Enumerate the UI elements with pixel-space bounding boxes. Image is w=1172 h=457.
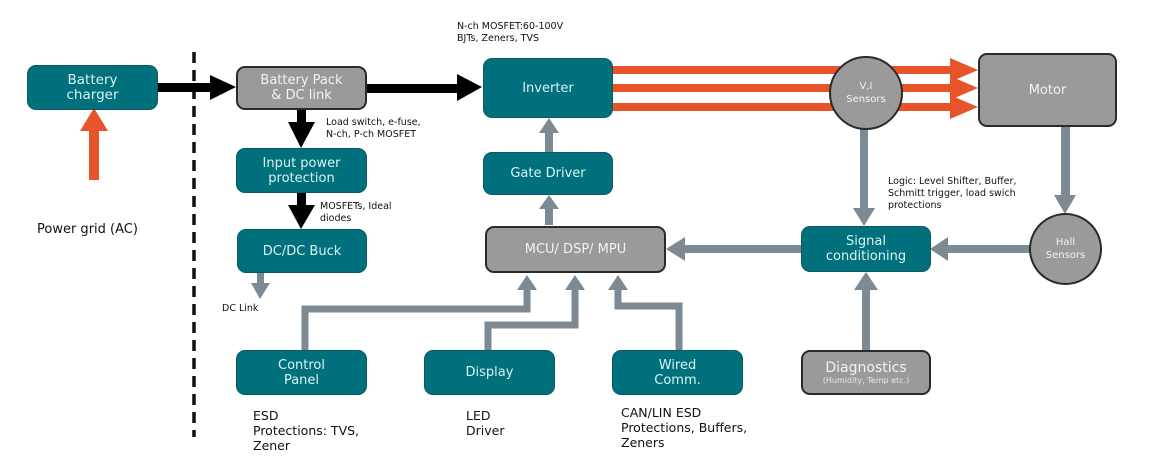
display-to-mcu-arrow xyxy=(484,275,585,350)
charger-to-battery-arrow xyxy=(157,75,236,100)
power-grid-label: Power grid (AC) xyxy=(37,222,138,237)
gate-driver-block: Gate Driver xyxy=(483,152,613,195)
display-block: Display xyxy=(424,350,555,395)
battery-to-protection-arrow xyxy=(288,108,315,148)
diagnostics-label: Diagnostics xyxy=(825,359,907,376)
dcdc-buck-block: DC/DC Buck xyxy=(237,229,367,273)
vi-sensors-circle: V,I Sensors xyxy=(829,56,903,130)
mcu-to-gatedriver-arrow xyxy=(539,195,559,225)
input-power-protection-block: Input power protection xyxy=(236,148,367,193)
battery-pack-block: Battery Pack & DC link xyxy=(236,66,367,110)
battery-to-inverter-arrow xyxy=(366,74,482,101)
diagnostics-block: Diagnostics (Humidity, Temp etc.) xyxy=(801,350,931,395)
motor-to-hall-arrow xyxy=(1054,125,1076,214)
wiredcomm-to-mcu-arrow xyxy=(608,275,683,350)
wired-comm-block: Wired Comm. xyxy=(612,350,743,395)
load-switch-note: Load switch, e-fuse, N-ch, P-ch MOSFET xyxy=(326,117,421,140)
battery-charger-block: Battery charger xyxy=(27,65,158,110)
grid-to-charger-arrow xyxy=(80,108,108,180)
protection-to-buck-arrow xyxy=(288,193,315,229)
controlpanel-to-mcu-arrow xyxy=(301,275,537,350)
display-components-note: LED Driver xyxy=(466,408,505,438)
inverter-block: Inverter xyxy=(483,58,613,118)
control-panel-block: Control Panel xyxy=(236,350,367,395)
inverter-components-note: N-ch MOSFET:60-100V BJTs, Zeners, TVS xyxy=(457,21,564,44)
buck-to-dclink-arrow xyxy=(251,273,270,299)
dc-link-label: DC Link xyxy=(222,303,259,314)
diagnostics-sublabel: (Humidity, Temp etc.) xyxy=(822,375,910,385)
mosfets-diodes-note: MOSFETs, Ideal diodes xyxy=(320,201,392,224)
mcu-dsp-mpu-block: MCU/ DSP/ MPU xyxy=(485,226,666,273)
wired-comm-components-note: CAN/LIN ESD Protections, Buffers, Zeners xyxy=(621,405,748,450)
diagnostics-to-signal-arrow xyxy=(854,272,878,351)
hall-to-signal-arrow xyxy=(930,237,1031,261)
logic-note: Logic: Level Shifter, Buffer, Schmitt tr… xyxy=(888,176,1017,211)
visensors-to-signal-arrow xyxy=(853,124,875,226)
signal-conditioning-block: Signal conditioning xyxy=(801,226,931,272)
gatedriver-to-inverter-arrow xyxy=(539,118,559,152)
motor-block: Motor xyxy=(978,53,1117,127)
hall-sensors-circle: Hall Sensors xyxy=(1029,213,1102,285)
motor-phase-lines xyxy=(613,58,978,119)
signal-to-mcu-arrow xyxy=(666,237,801,261)
control-panel-components-note: ESD Protections: TVS, Zener xyxy=(253,408,360,453)
